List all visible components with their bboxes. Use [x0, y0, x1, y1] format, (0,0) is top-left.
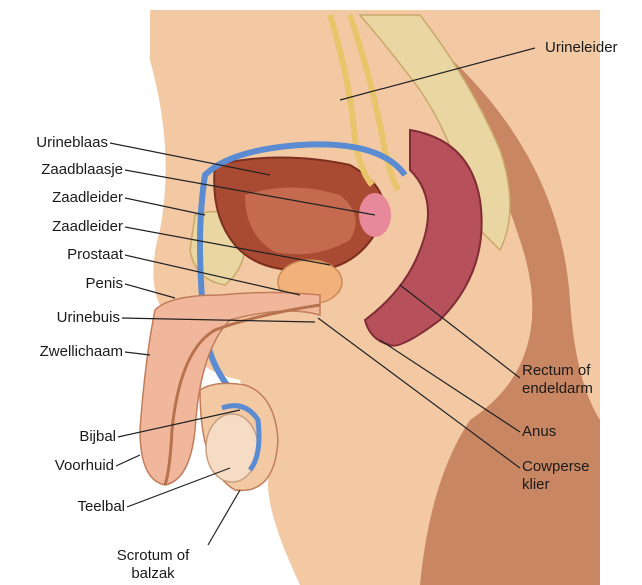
leader-zwellichaam [125, 352, 150, 355]
label-prostaat: Prostaat [15, 246, 123, 264]
label-bijbal: Bijbal [30, 428, 116, 446]
label-zaadblaasje: Zaadblaasje [15, 161, 123, 179]
label-urinebuis: Urinebuis [15, 309, 120, 327]
label-cowperse-line1: Cowperse [522, 458, 590, 476]
testis-shape [206, 414, 258, 482]
label-urineleider: Urineleider [545, 39, 618, 57]
label-rectum-line2: endeldarm [522, 380, 593, 398]
label-rectum-line1: Rectum of [522, 362, 590, 380]
label-penis: Penis [15, 275, 123, 293]
label-zwellichaam: Zwellichaam [5, 343, 123, 361]
label-scrotum-line2: balzak [98, 565, 208, 583]
leader-scrotum [208, 490, 240, 545]
label-cowperse-line2: klier [522, 476, 550, 494]
label-voorhuid: Voorhuid [5, 457, 114, 475]
label-anus: Anus [522, 423, 556, 441]
label-teelbal: Teelbal [30, 498, 125, 516]
label-urineblaas: Urineblaas [15, 134, 108, 152]
label-scrotum-line1: Scrotum of [98, 547, 208, 565]
label-zaadleider-1: Zaadleider [15, 189, 123, 207]
label-zaadleider-2: Zaadleider [15, 218, 123, 236]
leader-voorhuid [116, 455, 140, 466]
